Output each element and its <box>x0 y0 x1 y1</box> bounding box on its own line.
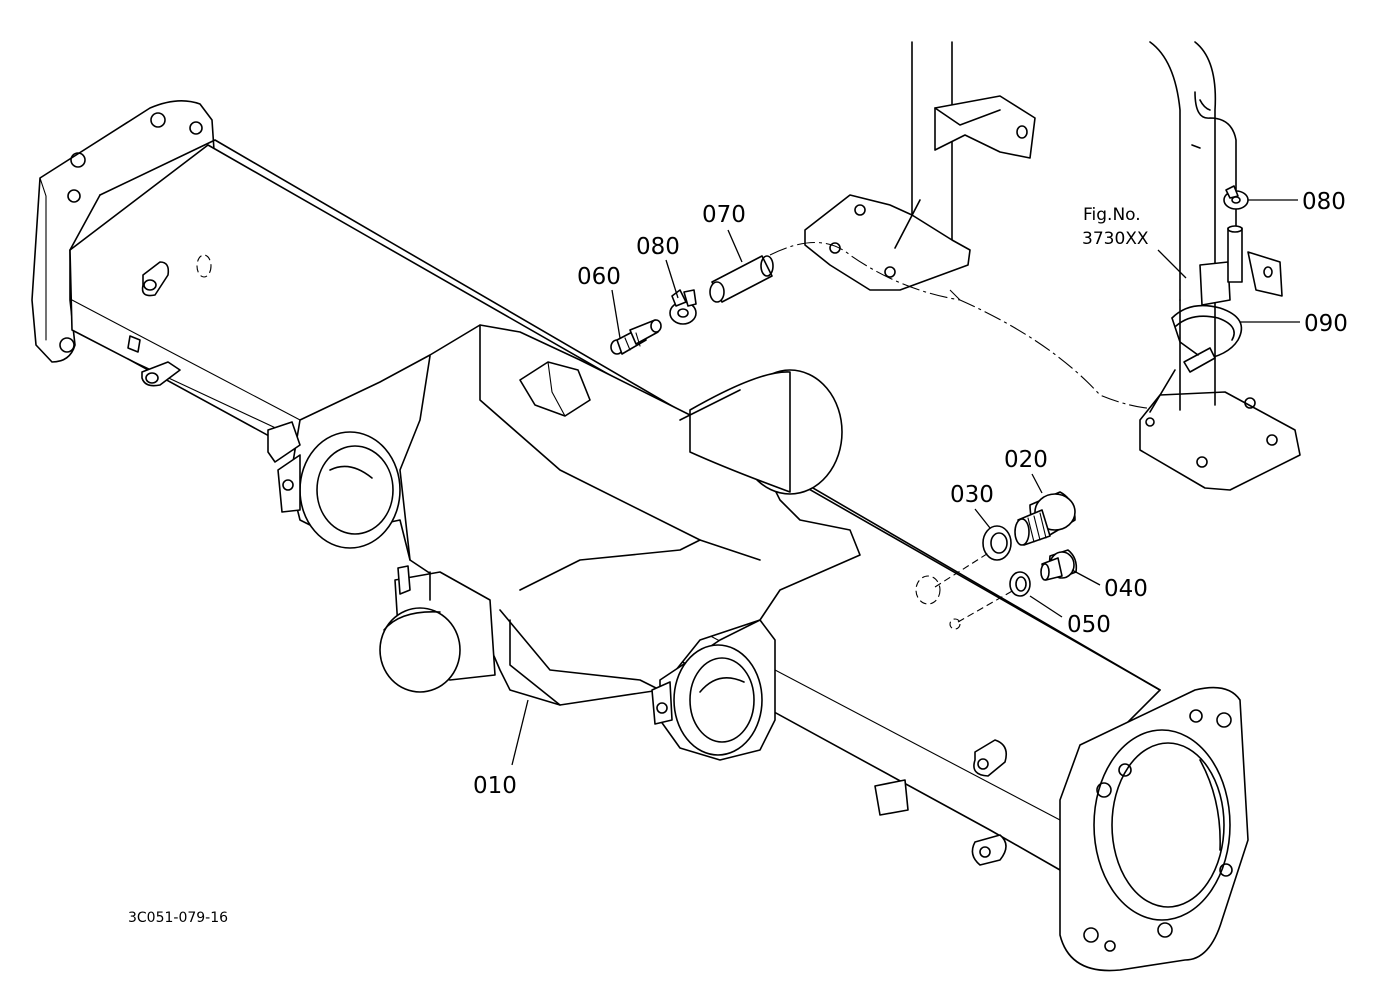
fig-ref-label: Fig.No. <box>1083 205 1141 225</box>
part-090-band <box>1171 304 1243 373</box>
callout-090: 090 <box>1304 311 1348 337</box>
drawing-number: 3C051-079-16 <box>128 910 228 926</box>
leader-lines <box>511 199 1300 766</box>
part-040-plug <box>1040 549 1078 581</box>
central-carrier <box>289 324 861 706</box>
callout-030: 030 <box>950 482 994 508</box>
callout-070: 070 <box>702 202 746 228</box>
fig-ref-number: 3730XX <box>1082 229 1149 249</box>
callout-010: 010 <box>473 773 517 799</box>
callout-080-right: 080 <box>1302 189 1346 215</box>
callout-050: 050 <box>1067 612 1111 638</box>
axle-housing <box>31 100 1249 972</box>
part-060-fitting <box>610 319 662 355</box>
callout-labels: 010 020 030 040 050 060 070 080 080 090 <box>473 189 1348 799</box>
part-080-clamp-right <box>1223 185 1249 283</box>
figure-reference: Fig.No. 3730XX <box>1082 205 1149 249</box>
frame-bracket <box>769 41 1301 491</box>
callout-040: 040 <box>1104 576 1148 602</box>
part-050-washer <box>1009 571 1031 597</box>
callout-020: 020 <box>1004 447 1048 473</box>
part-030-washer <box>982 525 1012 561</box>
callout-060: 060 <box>577 264 621 290</box>
part-070-hose <box>709 255 774 303</box>
callout-080-left: 080 <box>636 234 680 260</box>
part-020-plug <box>1014 491 1076 546</box>
part-080-clamp-left <box>669 289 697 325</box>
